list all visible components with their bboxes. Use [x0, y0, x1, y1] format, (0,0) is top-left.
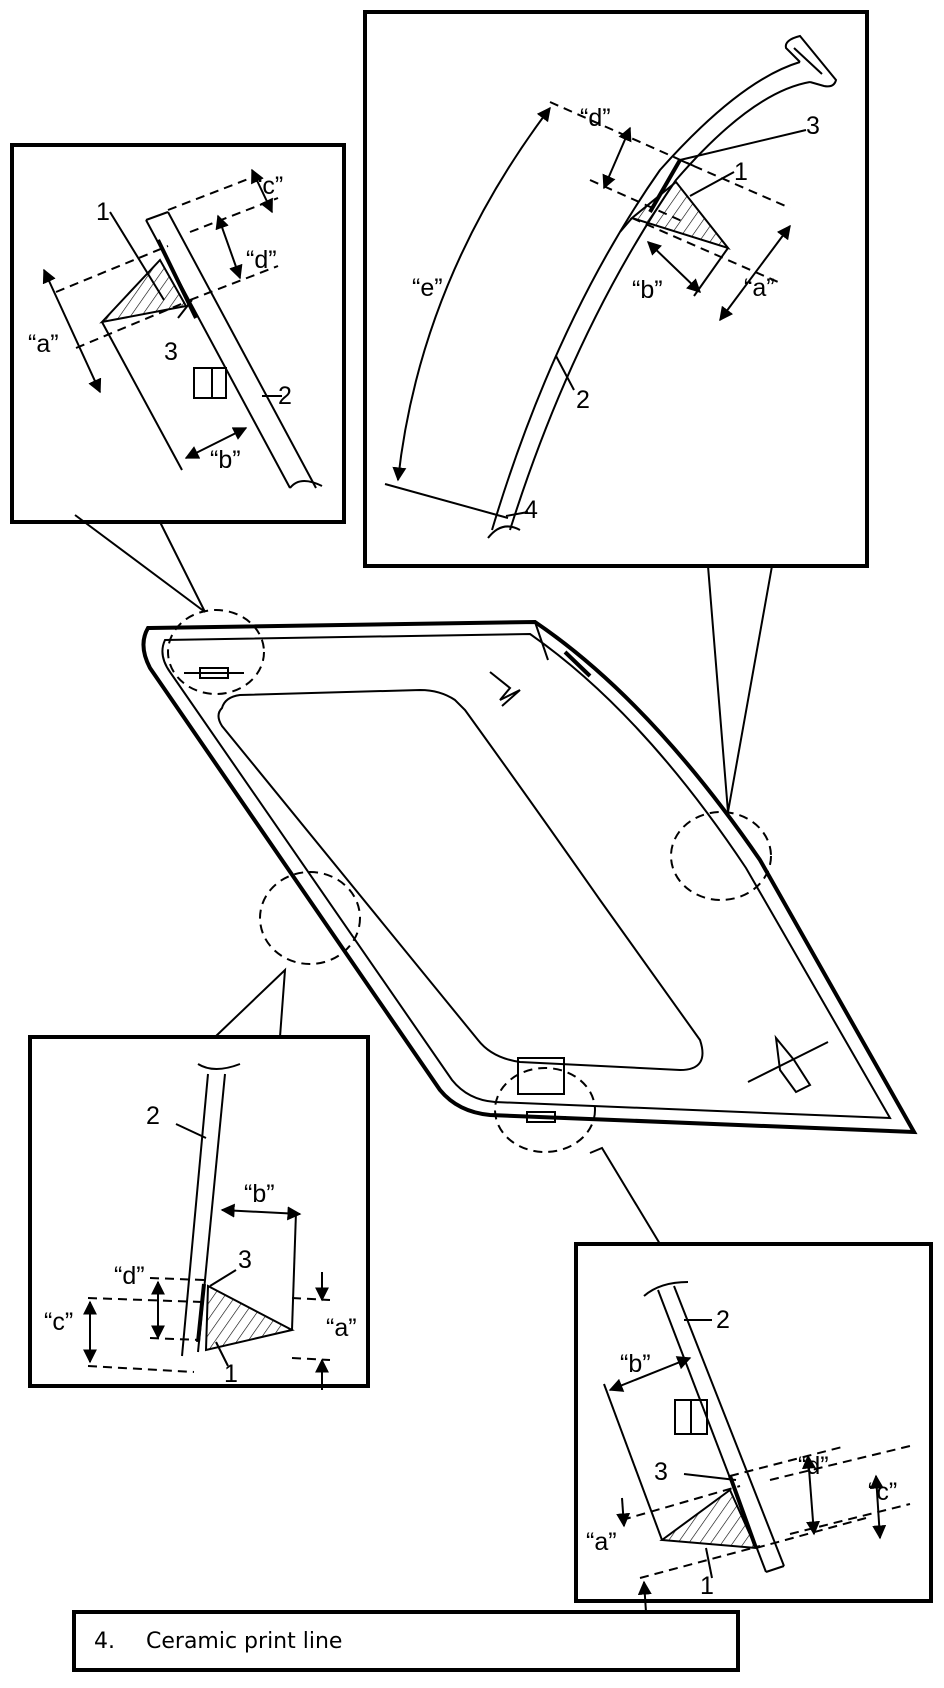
legend-text: Ceramic print line — [146, 1628, 343, 1654]
detail-circle-left — [259, 871, 361, 965]
callout-3-c: 3 — [238, 1246, 252, 1274]
dim-b-label-2: “b” — [632, 276, 663, 304]
dim-d-label: “d” — [246, 246, 277, 274]
clip-upper-right — [489, 671, 521, 707]
callout-1: 1 — [96, 198, 110, 226]
dim-a-label-2: “a” — [744, 274, 775, 302]
dim-c-label-4: “c” — [868, 1478, 897, 1506]
callout-2-b: 2 — [576, 386, 590, 414]
callout-4: 4 — [524, 496, 538, 524]
detail-box-upper-left: 1 “c” “d” “a” 3 2 “b” — [10, 143, 346, 524]
callout-3-b: 3 — [806, 112, 820, 140]
glass-clips — [184, 667, 829, 1123]
dim-b-label: “b” — [210, 446, 241, 474]
callout-1-b: 1 — [734, 158, 748, 186]
dim-e-label: “e” — [412, 274, 443, 302]
detail-circles — [167, 609, 772, 1153]
detail-box-lower-right: 2 “b” 3 “d” “c” “a” 1 — [574, 1242, 933, 1613]
dim-d-label-2: “d” — [580, 104, 611, 132]
detail-box-lower-left: 2 “b” 3 “d” “c” “a” 1 — [28, 1035, 370, 1390]
dim-a-label-4: “a” — [586, 1528, 617, 1556]
detail-leaders — [74, 514, 773, 1245]
dim-b-label-4: “b” — [620, 1350, 651, 1378]
main-glass-outline — [141, 619, 918, 1135]
dim-a-label-3: “a” — [326, 1314, 357, 1342]
callout-3: 3 — [164, 338, 178, 366]
callout-3-d: 3 — [654, 1458, 668, 1486]
dim-d-label-4: “d” — [798, 1452, 829, 1480]
dim-b-label-3: “b” — [244, 1180, 275, 1208]
dim-d-label-3: “d” — [114, 1262, 145, 1290]
inner-glass-outline — [217, 688, 704, 1072]
callout-2: 2 — [278, 382, 292, 410]
callout-1-c: 1 — [224, 1360, 238, 1388]
clip-lower-right — [774, 1034, 812, 1094]
callout-2-c: 2 — [146, 1102, 160, 1130]
clip-bottom-block — [517, 1057, 565, 1095]
detail-circle-upper-left — [167, 609, 265, 695]
dim-c-label-3: “c” — [44, 1308, 73, 1336]
detail-circle-right — [670, 811, 772, 901]
detail-box-upper-right: “d” 3 1 “e” “b” “a” 2 4 — [363, 10, 869, 568]
legend-box: 4. Ceramic print line — [72, 1610, 740, 1672]
dim-c-label: “c” — [254, 172, 283, 200]
callout-2-d: 2 — [716, 1306, 730, 1334]
legend-number: 4. — [94, 1628, 115, 1654]
callout-1-d: 1 — [700, 1572, 714, 1600]
dim-a-label: “a” — [28, 330, 59, 358]
detail-circle-bottom — [494, 1067, 596, 1153]
ceramic-print-mark — [563, 650, 592, 678]
